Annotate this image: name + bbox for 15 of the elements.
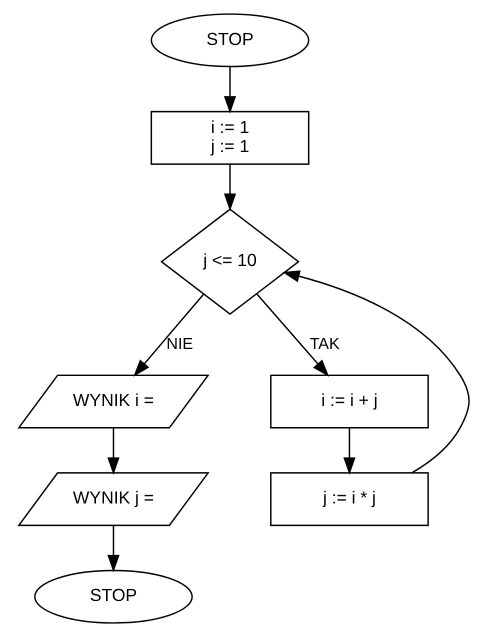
arrow bbox=[132, 294, 204, 377]
arrow bbox=[342, 428, 356, 475]
arrow bbox=[223, 66, 236, 114]
arrow bbox=[256, 294, 329, 377]
arrow bbox=[106, 428, 120, 475]
node-ellipse: STOP bbox=[34, 570, 192, 624]
edge-label: NIE bbox=[166, 334, 193, 353]
edge-label: TAK bbox=[309, 334, 340, 353]
node-box: i := 1 j := 1 bbox=[150, 110, 309, 165]
arrow bbox=[223, 164, 236, 211]
arrow bbox=[282, 270, 470, 474]
node-box: j := i * j bbox=[270, 472, 428, 526]
node-box: i := i + j bbox=[270, 374, 428, 428]
arrow bbox=[106, 525, 120, 572]
node-ellipse: STOP bbox=[150, 13, 309, 68]
